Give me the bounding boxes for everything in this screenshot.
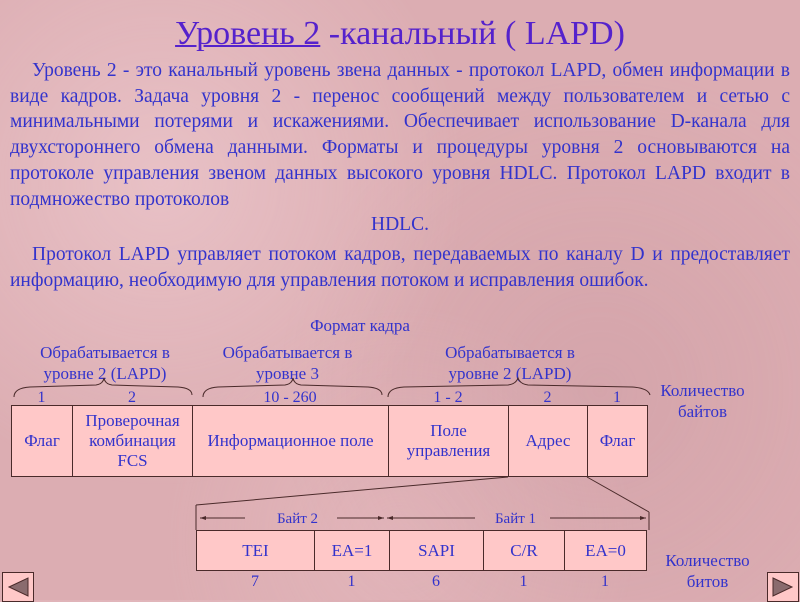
group-label-line: Обрабатывается в [222,343,353,362]
brace-right-icon [387,376,651,398]
byte-count-control: 1 - 2 [433,389,463,406]
triangle-left-icon [7,577,29,597]
byte-count-flag-left: 1 [37,389,46,406]
page-title: Уровень 2 -канальный ( LAPD) [0,14,800,54]
group-label-lapd-right: Обрабатывается в уровне 2 (LAPD) [415,342,605,384]
triangle-right-icon [772,577,794,597]
group-label-lapd-left: Обрабатывается в уровне 2 (LAPD) [10,342,200,384]
field-address: Адрес [508,405,588,477]
byte2-label: Байт 2 [276,511,319,527]
addr-field-ea1: EA=1 [314,530,390,571]
prev-slide-button[interactable] [2,572,34,602]
connector-left-line [195,476,509,506]
group-label-layer3: Обрабатывается в уровне 3 [195,342,380,384]
brace-middle-icon [202,377,383,398]
group-label-line: Обрабатывается в [40,343,170,362]
bit-count-label-line: Количество [665,551,750,570]
byte1-label: Байт 1 [494,511,537,527]
byte-count-fcs: 2 [128,389,136,406]
title-rest: -канальный ( LAPD) [320,15,625,52]
frame-format-table: Флаг Проверочная комбинация FCS Информац… [11,405,648,477]
bit-count-ea0: 1 [601,573,609,590]
group-label-line: уровне 2 (LAPD) [43,364,167,383]
paragraph-1-text: Уровень 2 - это канальный уровень звена … [10,60,790,210]
arrow-left-icon [387,516,393,520]
next-slide-button[interactable] [767,572,799,602]
title-link[interactable]: Уровень 2 [175,15,321,52]
field-information: Информационное поле [192,405,389,477]
paragraph-1-last-line: HDLC. [371,214,429,236]
diagram-caption: Формат кадра [310,316,410,335]
byte-count-address: 2 [543,389,552,406]
arrow-right-icon [640,516,646,520]
address-field-table: TEI EA=1 SAPI C/R EA=0 [196,530,647,571]
field-flag-end: Флаг [587,405,648,477]
bit-count-sapi: 6 [432,573,440,590]
field-flag-start: Флаг [11,405,73,477]
group-label-line: Обрабатывается в [445,343,575,362]
group-label-line: уровне 3 [256,364,319,383]
addr-field-tei: TEI [196,530,315,571]
arrow-right-icon [378,516,384,520]
byte-count-flag-right: 1 [613,389,621,406]
byte-count-label-line: Количество [660,381,745,400]
field-fcs: Проверочная комбинация FCS [72,405,193,477]
connector-right-line [586,476,650,513]
paragraph-2: Протокол LAPD управляет потоком кадров, … [10,244,790,291]
brace-left-icon [13,377,193,398]
arrow-left-icon [200,516,206,520]
byte-count-label: Количество байтов [645,380,760,422]
paragraph-1: Уровень 2 - это канальный уровень звена … [10,58,790,238]
bit-count-label: Количество битов [650,550,765,592]
group-label-line: уровне 2 (LAPD) [448,364,572,383]
bit-count-cr: 1 [519,573,528,590]
addr-field-ea0: EA=0 [564,530,647,571]
bit-count-tei: 7 [251,573,259,590]
byte-count-label-line: байтов [677,402,728,421]
field-control: Поле управления [388,405,509,477]
bit-count-label-line: битов [686,572,729,591]
bit-count-ea1: 1 [347,573,356,590]
addr-field-sapi: SAPI [389,530,484,571]
byte-count-info: 10 - 260 [263,389,317,406]
